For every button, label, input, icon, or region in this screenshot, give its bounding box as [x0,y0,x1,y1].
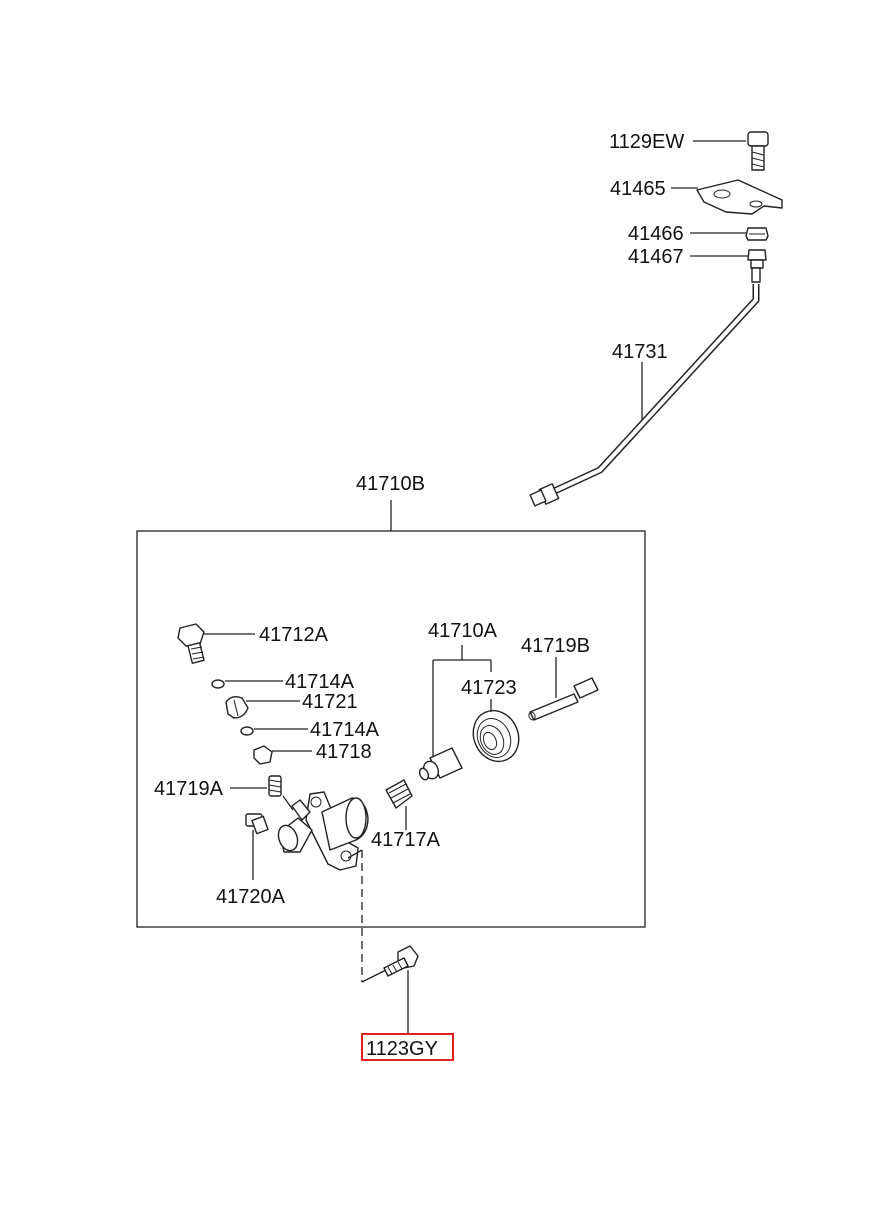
bracket-41465 [696,179,783,215]
piston-41710a [418,747,463,781]
label-41723[interactable]: 41723 [461,677,517,699]
label-41720a[interactable]: 41720A [216,886,286,908]
label-41717a[interactable]: 41717A [371,829,441,851]
bolt-1123gy [383,945,419,977]
label-41467[interactable]: 41467 [628,246,684,268]
label-41731[interactable]: 41731 [612,341,668,363]
spring-41719a [268,775,282,797]
leader-41710a [432,645,492,756]
fitting-41467 [747,249,767,269]
nut-41718 [253,745,273,765]
label-41714a-2[interactable]: 41714A [310,719,380,741]
pushrod-41719b [528,677,599,721]
bleeder-41712a [177,623,205,664]
washer-41714a-2 [240,726,254,736]
spring-41717a [385,779,413,809]
label-41721[interactable]: 41721 [302,691,358,713]
cap-41721 [225,695,249,719]
bolt-1129ew [747,131,769,171]
label-1129ew[interactable]: 1129EW [609,131,684,153]
leader-41719a-body [282,795,294,811]
boot-41723 [472,709,520,763]
label-41465[interactable]: 41465 [610,178,666,200]
label-41710a[interactable]: 41710A [428,620,498,642]
label-41466[interactable]: 41466 [628,223,684,245]
highlight-box-1123gy [361,1033,454,1061]
alignment-line [347,849,387,983]
nut-41466 [745,227,769,241]
cylinder-body [277,791,369,871]
assembly-box-41710b [136,530,646,928]
label-41718[interactable]: 41718 [316,741,372,763]
fitting-41720a [245,813,269,835]
label-41719b[interactable]: 41719B [521,635,590,657]
pipe-41731 [529,267,761,507]
label-41710b[interactable]: 41710B [356,473,425,495]
washer-41714a-1 [211,679,225,689]
label-41719a[interactable]: 41719A [154,778,224,800]
label-41714a-1[interactable]: 41714A [285,671,355,693]
label-1123gy[interactable]: 1123GY [366,1038,438,1060]
label-41712a[interactable]: 41712A [259,624,329,646]
